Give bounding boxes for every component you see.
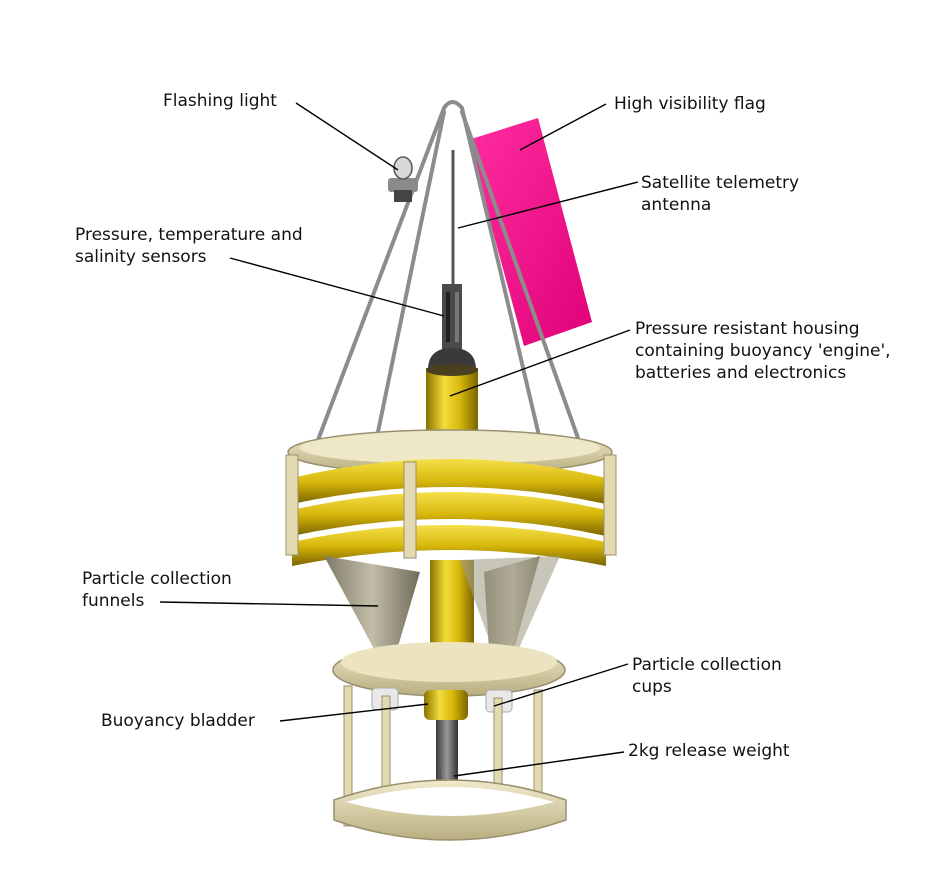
bottom-ring (334, 780, 566, 840)
label-satellite-antenna: Satellite telemetry antenna (641, 172, 799, 216)
buoyancy-bladder (424, 690, 468, 720)
label-particle-cups: Particle collection cups (632, 654, 782, 698)
middle-ring (333, 642, 565, 696)
label-buoyancy-bladder: Buoyancy bladder (101, 710, 255, 732)
label-particle-funnels: Particle collection funnels (82, 568, 232, 612)
label-pressure-housing: Pressure resistant housing containing bu… (635, 318, 891, 384)
label-high-visibility-flag: High visibility flag (614, 93, 766, 115)
sensor-mast (442, 284, 462, 350)
leader-bladder (280, 704, 428, 721)
leader-flashing-light (296, 103, 398, 170)
flashing-light (388, 157, 418, 202)
label-sensors: Pressure, temperature and salinity senso… (75, 224, 303, 268)
high-visibility-flag (468, 118, 592, 346)
label-flashing-light: Flashing light (163, 90, 277, 112)
label-release-weight: 2kg release weight (628, 740, 790, 762)
buoyancy-tubes (292, 459, 606, 566)
